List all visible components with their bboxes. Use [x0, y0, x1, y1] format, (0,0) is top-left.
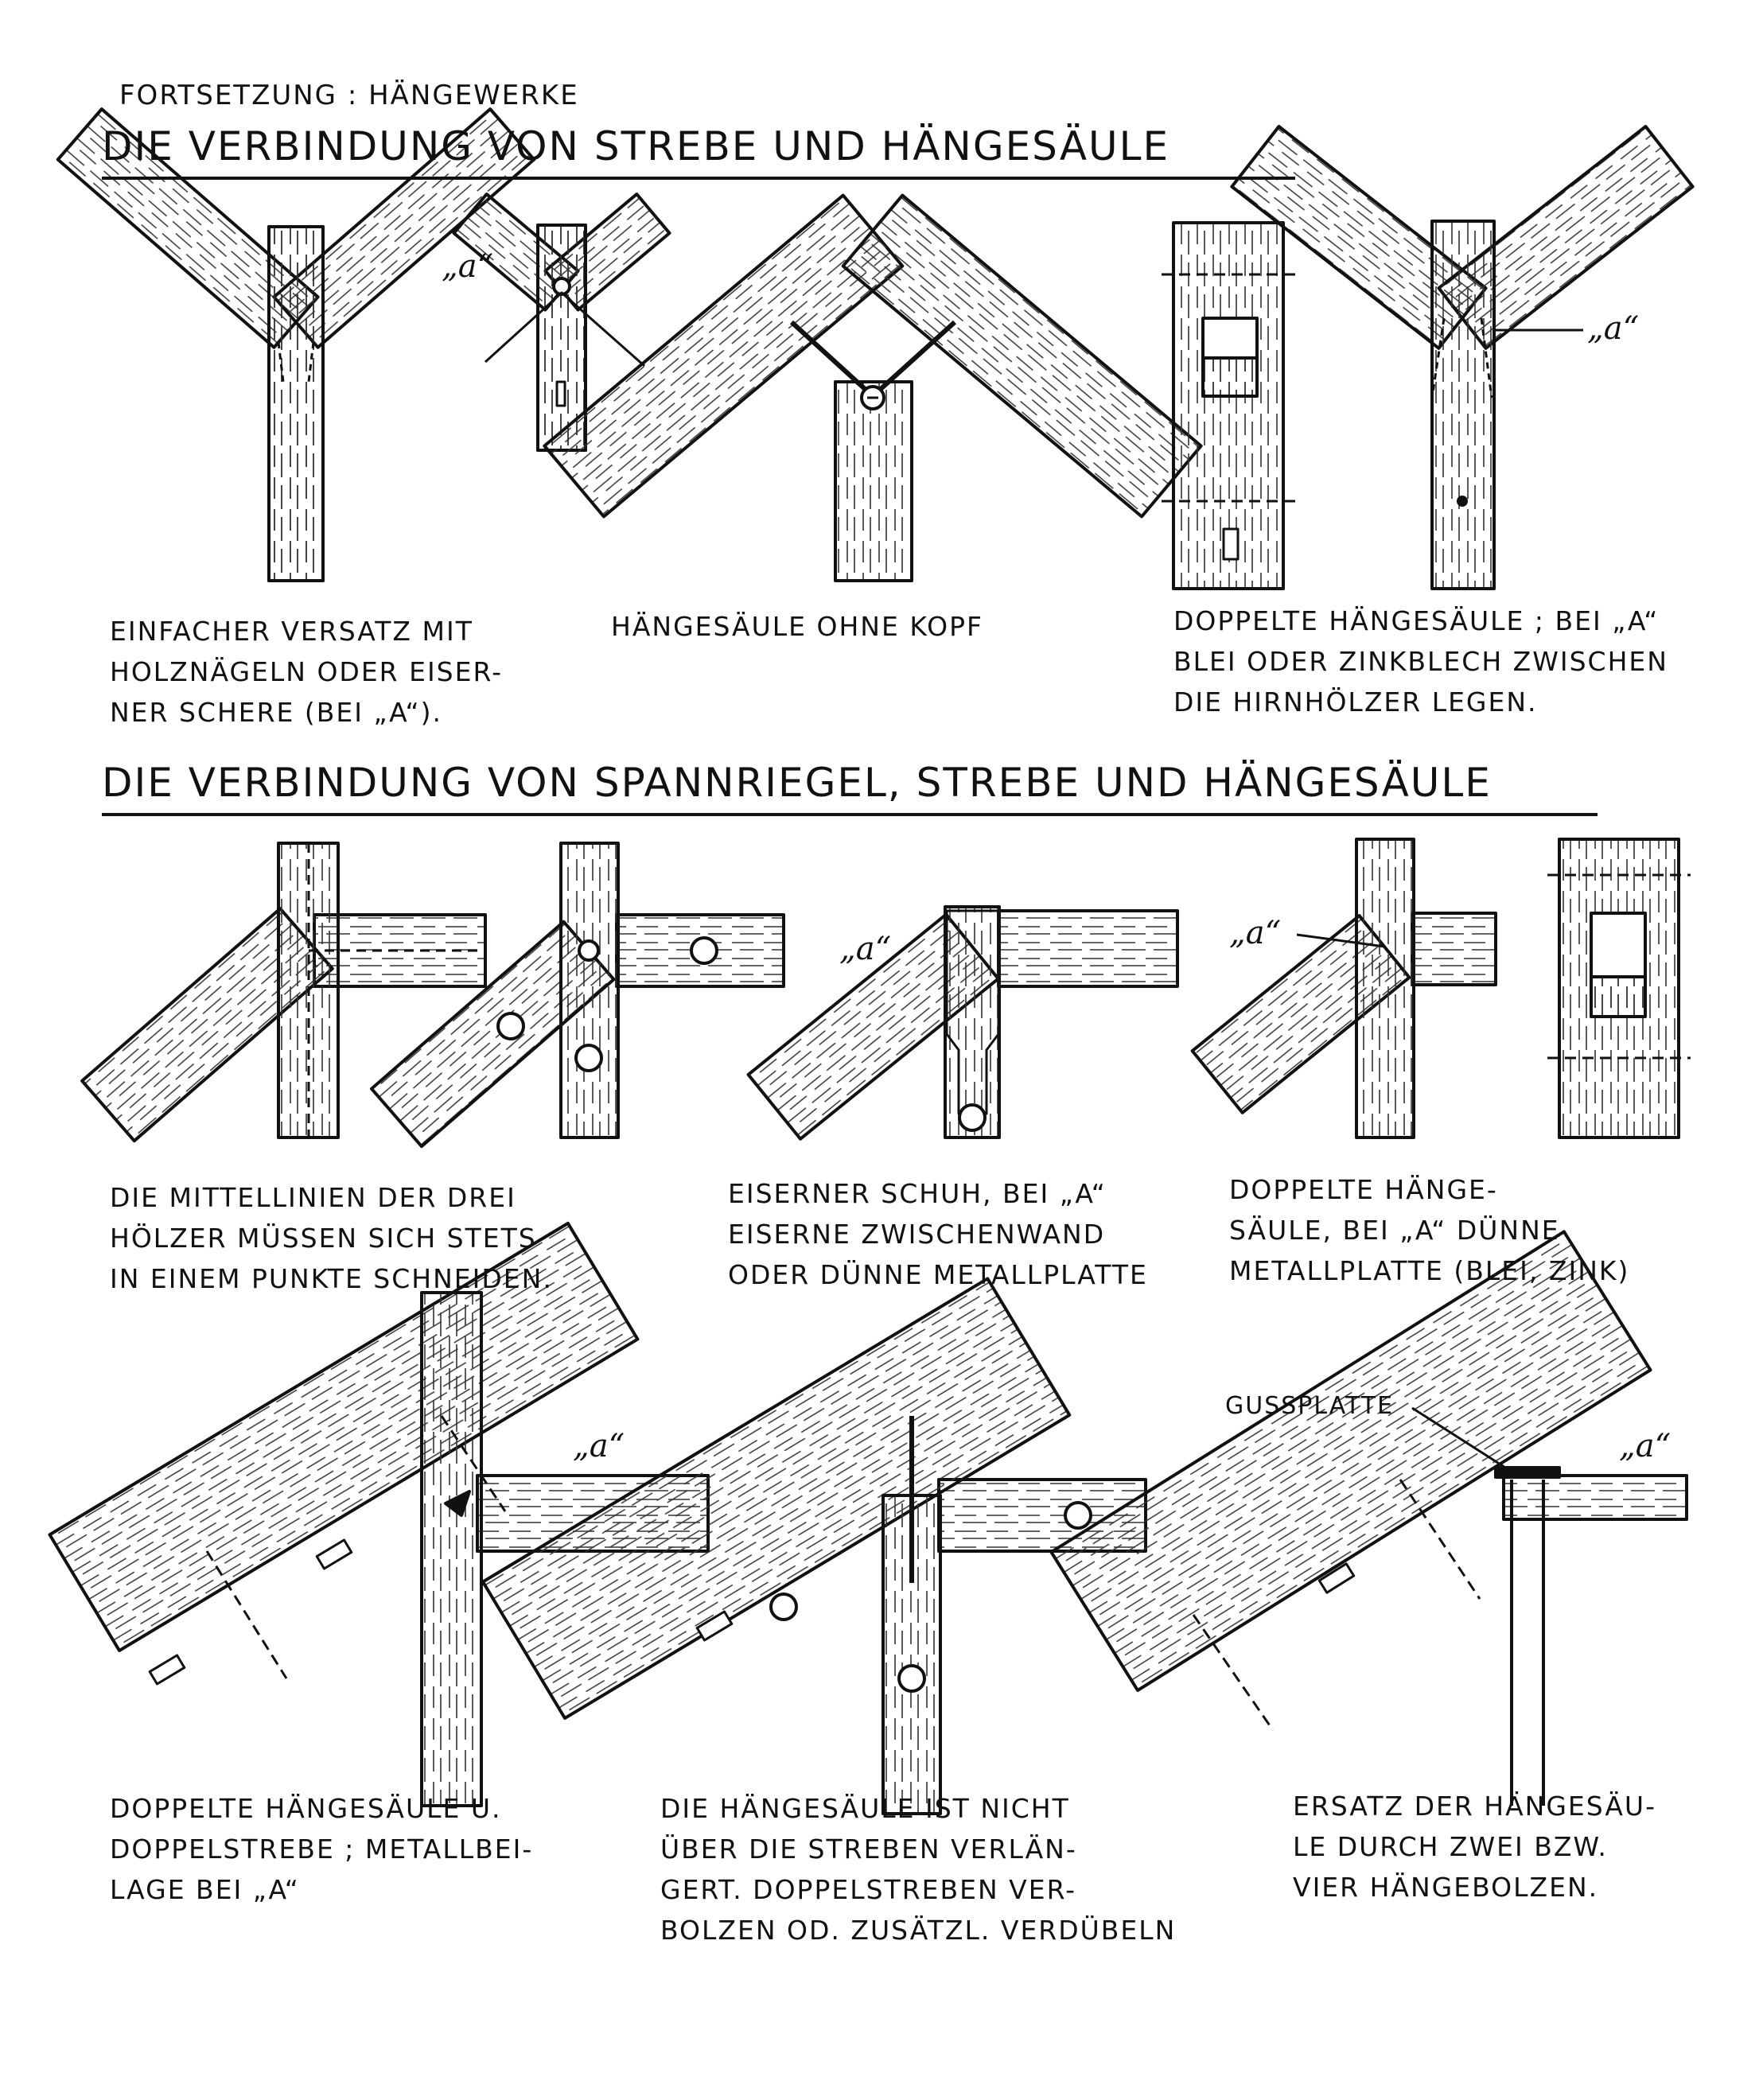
iron-scissor — [484, 291, 645, 368]
king-post-front — [267, 225, 325, 582]
end-grain — [1590, 975, 1647, 1018]
figure-steel-straps — [370, 842, 785, 1149]
label-a-fig5: „a“ — [1587, 310, 1640, 347]
figure-iron-shoe — [746, 905, 1179, 1141]
label-gussplatte: GUSSPLATTE — [1225, 1392, 1395, 1420]
strap — [315, 1538, 353, 1570]
bolt-line — [1399, 1479, 1481, 1600]
bolt-head — [690, 936, 718, 965]
bolt-line — [1192, 1614, 1275, 1731]
figure-centre-lines — [80, 842, 487, 1143]
caption-king-post-without-head: HÄNGESÄULE OHNE KOPF — [611, 611, 984, 642]
bolt-head — [496, 1012, 525, 1040]
centre-bolt — [578, 939, 600, 962]
bolt-head — [574, 1044, 603, 1072]
opening — [1201, 317, 1259, 360]
section-1-title: DIE VERBINDUNG VON STREBE UND HÄNGESÄULE — [102, 123, 1170, 169]
king-post — [944, 905, 1001, 1139]
king-post — [1430, 220, 1496, 590]
tie-beam — [997, 909, 1179, 988]
opening — [1590, 912, 1647, 978]
cast-plate — [1494, 1466, 1561, 1479]
caption-double-king-post: DOPPELTE HÄNGESÄULE ; BEI „a“ BLEI ODER … — [1173, 605, 1668, 718]
label-a-fig10: „a“ — [573, 1428, 625, 1464]
section-2-underline — [102, 813, 1598, 816]
double-strut — [48, 1221, 640, 1652]
caption-simple-notch: EINFACHER VERSATZ MIT HOLZNÄGELN ODER EI… — [110, 616, 503, 728]
tie-beam — [1502, 1474, 1688, 1521]
double-strut — [1049, 1230, 1652, 1692]
figure-double-king-post-struts — [1230, 125, 1695, 590]
leader-gussplatte — [1411, 1406, 1512, 1473]
right-strut — [841, 193, 1203, 519]
king-post-double — [1172, 221, 1285, 590]
strap — [1222, 527, 1240, 561]
double-strut — [481, 1277, 1072, 1720]
figure-iron-scissor — [452, 192, 671, 452]
label-a-fig2: „a“ — [442, 248, 494, 285]
bolt-head — [1064, 1501, 1092, 1530]
caption-double-strut: DOPPELTE HÄNGESÄULE U. DOPPELSTREBE ; ME… — [110, 1793, 534, 1905]
figure-double-king-post-tie — [1190, 838, 1691, 1139]
figure-hanging-bolts — [1049, 1230, 1688, 1806]
figure-double-king-post-front — [1162, 221, 1295, 590]
page-kicker: FORTSETZUNG : HÄNGEWERKE — [119, 80, 579, 111]
label-a-fig12: „a“ — [1619, 1428, 1672, 1464]
king-post — [1355, 838, 1415, 1139]
label-a-fig9: „a“ — [1229, 915, 1282, 951]
section-2-title: DIE VERBINDUNG VON SPANNRIEGEL, STREBE U… — [102, 760, 1492, 806]
bolt-line — [205, 1550, 288, 1679]
caption-centre-lines: DIE MITTELLINIEN DER DREI HÖLZER MÜSSEN … — [110, 1182, 553, 1294]
strap — [1317, 1562, 1356, 1594]
king-post — [559, 842, 620, 1139]
figure-simple-notch — [56, 107, 536, 582]
king-post-front — [536, 224, 587, 452]
section-1-underline — [102, 177, 1295, 180]
leader-a — [1296, 933, 1385, 948]
label-a-fig8: „a“ — [839, 931, 892, 967]
bolt-head — [1457, 496, 1468, 507]
metal-insert — [444, 1490, 471, 1517]
strap — [695, 1610, 734, 1642]
hidden-joint-line — [1430, 317, 1493, 399]
caption-double-king-post-tie: DOPPELTE HÄNGE- SÄULE, BEI „a“ DÜNNE MET… — [1229, 1174, 1630, 1286]
tie-beam — [1411, 912, 1497, 986]
bolt-head — [769, 1592, 798, 1621]
strap — [148, 1654, 186, 1686]
strap — [555, 380, 566, 407]
caption-iron-shoe: EISERNER SCHUH, BEI „a“ EISERNE ZWISCHEN… — [728, 1178, 1148, 1290]
figure-king-post-without-head — [543, 193, 1203, 582]
end-grain — [1201, 356, 1259, 398]
iron-shoe — [945, 909, 1000, 1115]
bolt-head — [958, 1103, 987, 1132]
caption-hanging-bolts: ERSATZ DER HÄNGESÄU- LE DURCH ZWEI BZW. … — [1293, 1791, 1656, 1903]
king-post — [834, 380, 913, 582]
bolt-head — [897, 1664, 926, 1693]
caption-king-post-not-extended: DIE HÄNGESÄULE IST NICHT ÜBER DIE STREBE… — [660, 1793, 1177, 1946]
bolt-line — [440, 1415, 507, 1512]
king-post — [420, 1291, 483, 1807]
